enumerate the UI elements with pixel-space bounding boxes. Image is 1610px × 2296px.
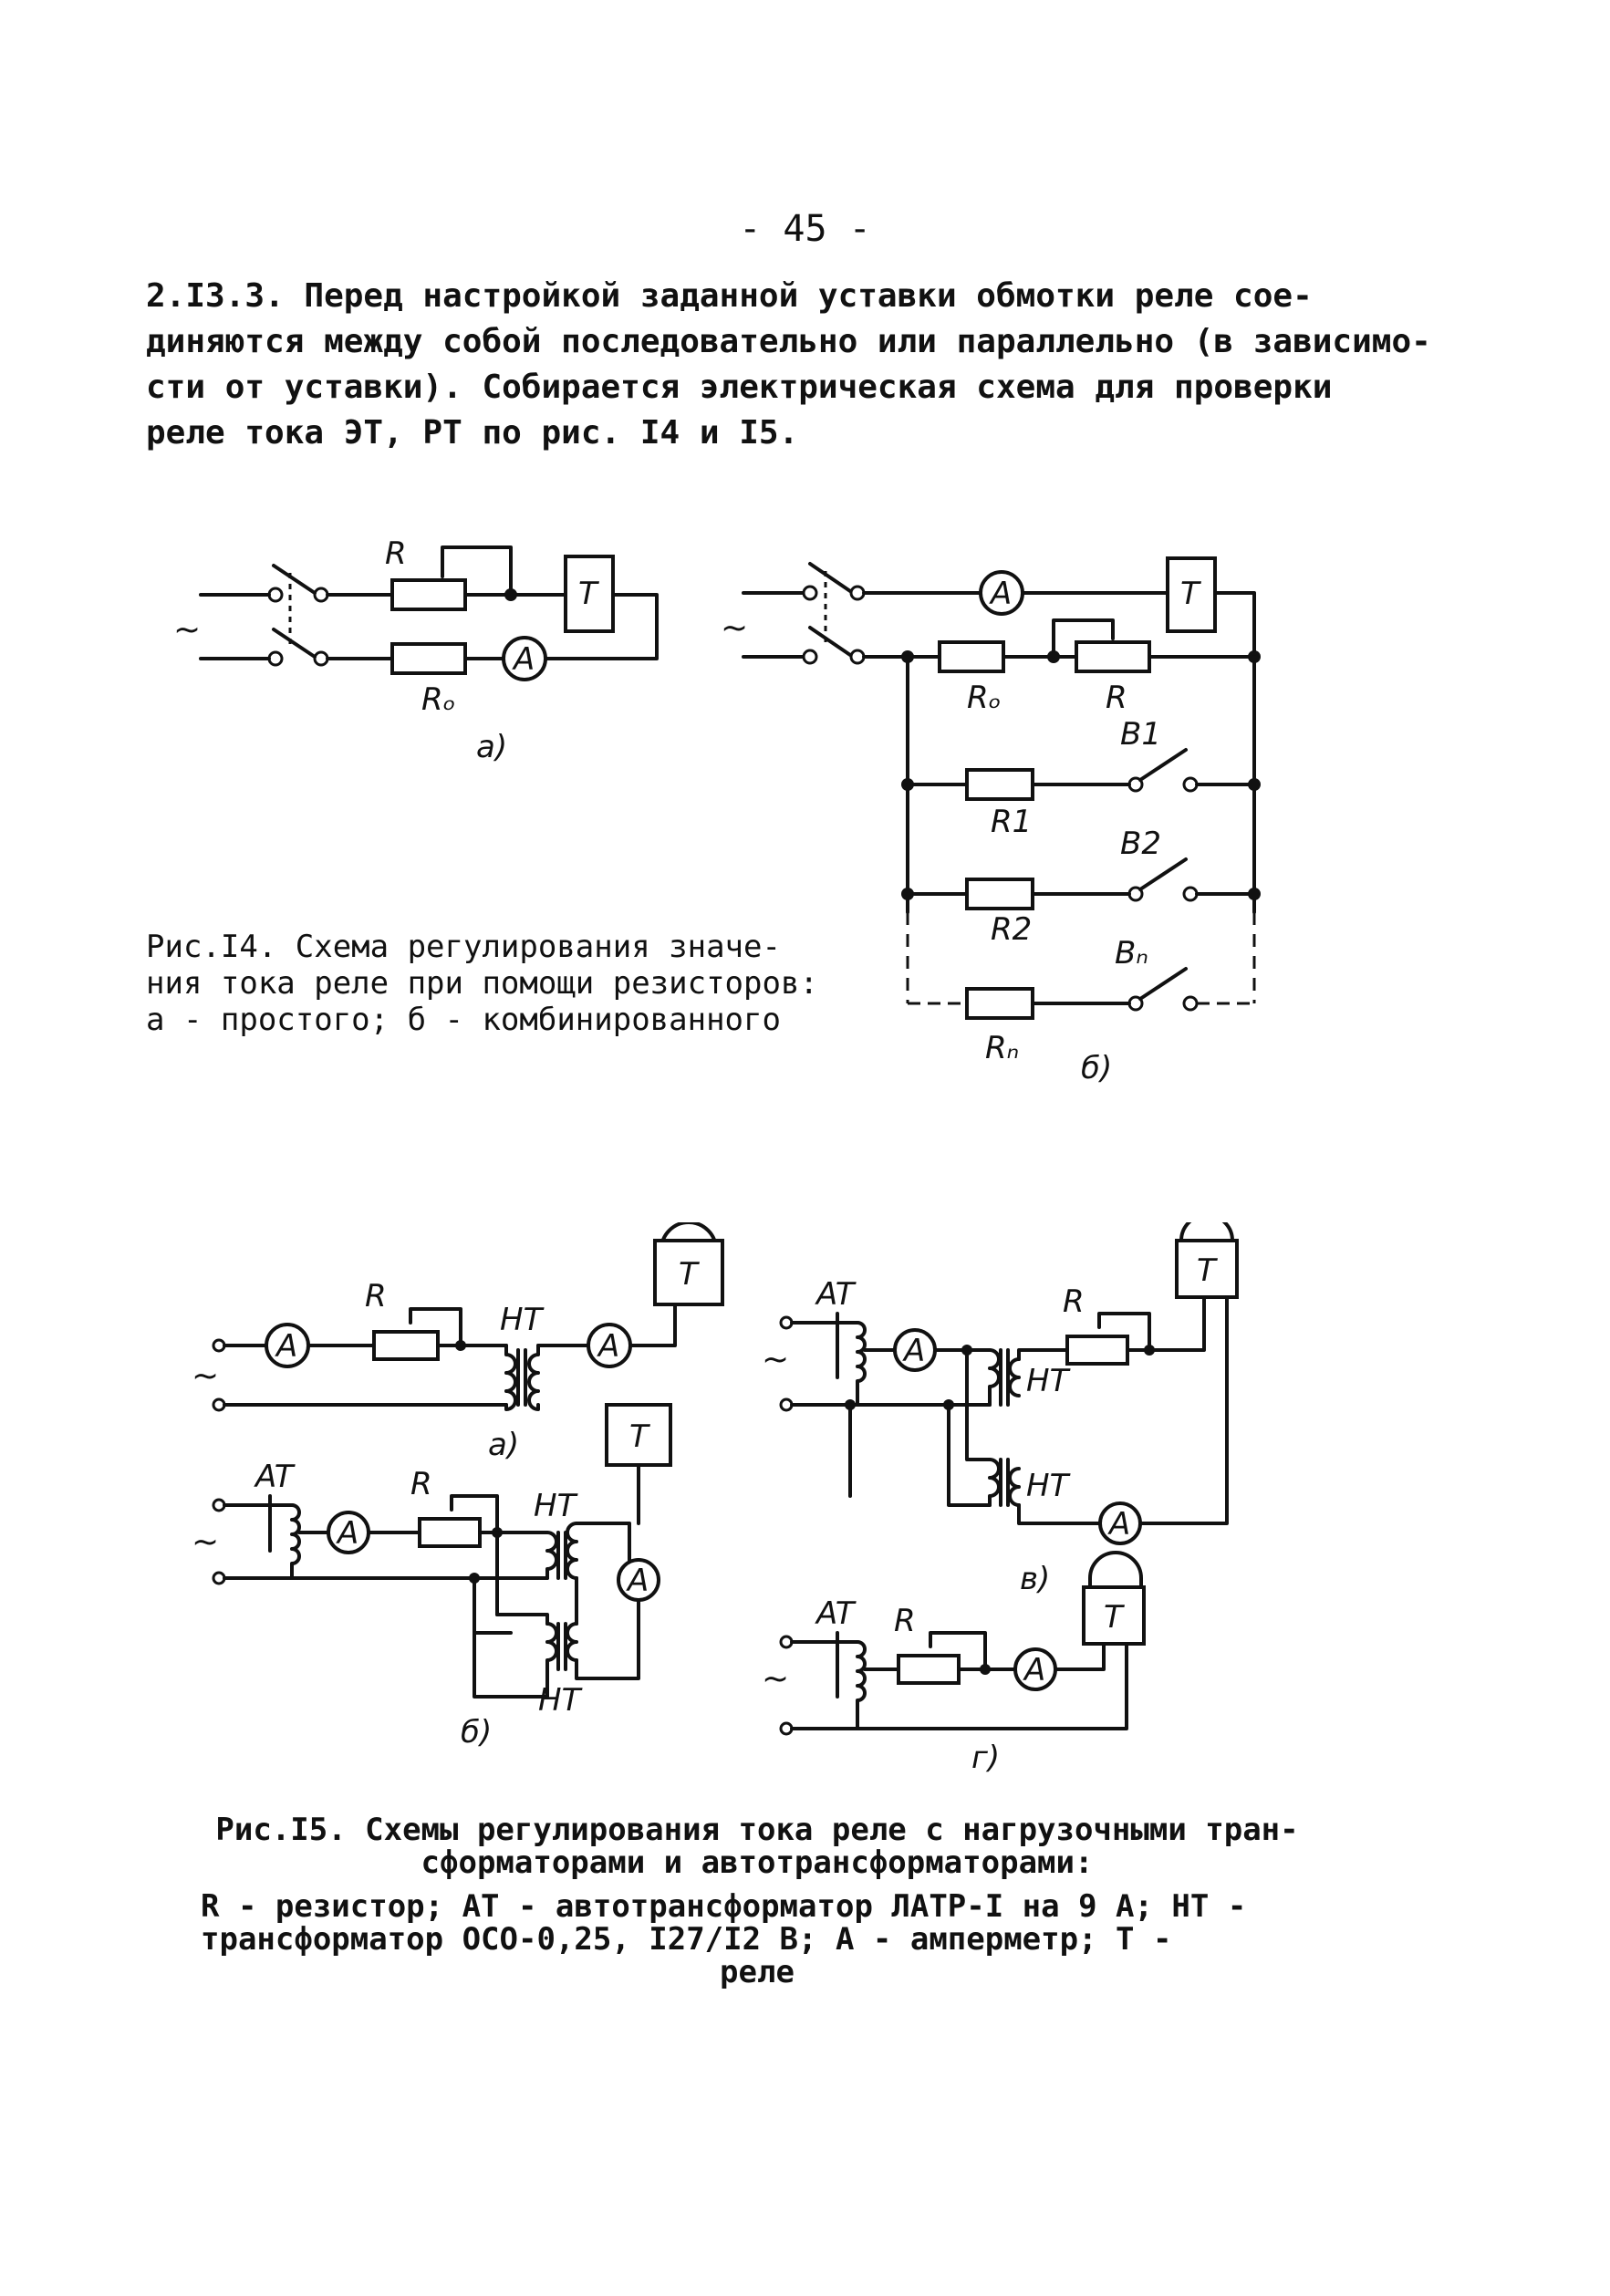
label-a: A bbox=[512, 641, 535, 678]
fig15g-circuit: ~ AT R A T г) bbox=[762, 1551, 1146, 1776]
caption-title-line: Рис.I5. Схемы регулирования тока реле с … bbox=[215, 1812, 1299, 1848]
label-r: R bbox=[1106, 680, 1127, 716]
ac-source-symbol: ~ bbox=[721, 609, 748, 647]
label-r: R bbox=[894, 1603, 916, 1639]
fig15b-circuit: ~ AT A R HT A T HT bbox=[192, 1403, 672, 1751]
resistor-r1 bbox=[965, 768, 1034, 801]
label-bn: Bₙ bbox=[1115, 935, 1148, 971]
relay-t bbox=[1166, 556, 1217, 633]
label-a: A bbox=[597, 1328, 619, 1365]
figure-15-diagram: ~ A R HT A T а) ~ AT A bbox=[192, 1222, 1239, 1776]
label-t: T bbox=[1104, 1599, 1125, 1636]
label-a: A bbox=[336, 1515, 358, 1552]
ammeter-a bbox=[502, 636, 547, 681]
fig14a-circuit: ~ R T A Rₒ а) bbox=[173, 535, 659, 765]
resistor-r bbox=[390, 578, 467, 611]
resistor-r bbox=[1065, 1335, 1129, 1366]
caption-line: ния тока реле при помощи резисторов: bbox=[146, 965, 818, 1002]
fig15a-circuit: ~ A R HT A T а) bbox=[192, 1222, 724, 1463]
ac-source-symbol: ~ bbox=[173, 611, 201, 649]
figure-15-caption: Рис.I5. Схемы регулирования тока реле с … bbox=[201, 1813, 1314, 1989]
resistor-r bbox=[372, 1330, 440, 1361]
relay-t bbox=[605, 1403, 672, 1467]
label-r: R bbox=[385, 535, 407, 572]
label-rn: Rₙ bbox=[985, 1030, 1019, 1066]
label-at: AT bbox=[815, 1276, 857, 1313]
caption-legend-line: R - резистор; АТ - автотрансформатор ЛАТ… bbox=[201, 1888, 1247, 1925]
label-r0: Rₒ bbox=[967, 680, 1002, 716]
label-t: T bbox=[1197, 1252, 1218, 1289]
body-paragraph: 2.I3.3. Перед настройкой заданной уставк… bbox=[146, 274, 1431, 456]
ac-source-symbol: ~ bbox=[762, 1341, 789, 1378]
label-ht: HT bbox=[1026, 1468, 1071, 1504]
label-r0: Rₒ bbox=[421, 681, 456, 718]
paragraph-line: 2.I3.3. Перед настройкой заданной уставк… bbox=[146, 277, 1313, 315]
page-number: - 45 - bbox=[739, 208, 871, 250]
label-b1: B1 bbox=[1120, 716, 1161, 753]
caption-line: Рис.I4. Схема регулирования значе- bbox=[146, 929, 781, 965]
paragraph-line: реле тока ЭТ, РТ по рис. I4 и I5. bbox=[146, 414, 799, 452]
label-t: T bbox=[629, 1418, 650, 1455]
fig14b-circuit: ~ A T Rₒ R bbox=[721, 556, 1261, 1086]
caption-legend-line: трансформатор ОСО-0,25, I27/I2 В; А - ам… bbox=[201, 1921, 1172, 1958]
label-r2: R2 bbox=[991, 911, 1032, 948]
label-r: R bbox=[410, 1466, 432, 1502]
ac-source-symbol: ~ bbox=[192, 1357, 219, 1395]
label-t: T bbox=[578, 576, 599, 612]
label-ht: HT bbox=[538, 1682, 583, 1719]
caption-title-line: сформаторами и автотрансформаторами: bbox=[421, 1844, 1094, 1881]
paragraph-line: сти от уставки). Собирается электрическа… bbox=[146, 369, 1333, 406]
label-fig-v: в) bbox=[1020, 1561, 1050, 1597]
label-fig-b: б) bbox=[461, 1714, 492, 1751]
ac-source-symbol: ~ bbox=[762, 1660, 789, 1698]
resistor-r bbox=[1075, 640, 1151, 673]
resistor-r0 bbox=[938, 640, 1005, 673]
label-fig-g: г) bbox=[971, 1740, 1000, 1776]
label-t: T bbox=[1180, 576, 1201, 612]
resistor-r0 bbox=[390, 642, 467, 675]
label-a: A bbox=[626, 1563, 649, 1599]
label-a: A bbox=[989, 576, 1012, 612]
label-t: T bbox=[679, 1256, 700, 1293]
label-r1: R1 bbox=[991, 804, 1032, 840]
figure-14-diagram: ~ R T A Rₒ а) ~ bbox=[173, 535, 1261, 1086]
label-b2: B2 bbox=[1120, 826, 1161, 862]
label-fig-a: а) bbox=[488, 1427, 519, 1463]
label-ht: HT bbox=[534, 1488, 578, 1524]
label-a: A bbox=[1107, 1506, 1130, 1543]
figure-14-caption: Рис.I4. Схема регулирования значе- ния т… bbox=[146, 929, 818, 1038]
resistor-r bbox=[897, 1654, 961, 1685]
label-ht: HT bbox=[500, 1302, 545, 1338]
label-at: AT bbox=[254, 1459, 296, 1495]
label-at: AT bbox=[815, 1595, 857, 1632]
relay-t bbox=[1082, 1585, 1146, 1646]
paragraph-line: диняются между собой последовательно или… bbox=[146, 323, 1431, 360]
label-a: A bbox=[1023, 1652, 1045, 1688]
label-a: A bbox=[902, 1333, 925, 1369]
relay-t bbox=[1175, 1239, 1239, 1299]
resistor-r2 bbox=[965, 878, 1034, 910]
relay-t bbox=[653, 1239, 724, 1306]
resistor-r bbox=[418, 1517, 482, 1548]
caption-legend-line: реле bbox=[720, 1954, 795, 1990]
label-fig-b: б) bbox=[1081, 1050, 1112, 1086]
label-r: R bbox=[1063, 1283, 1085, 1320]
label-r: R bbox=[365, 1278, 387, 1314]
fig15v-circuit: ~ AT A HT HT R T A bbox=[762, 1222, 1239, 1597]
caption-line: а - простого; б - комбинированного bbox=[146, 1002, 781, 1038]
label-a: A bbox=[275, 1328, 297, 1365]
label-fig-a: а) bbox=[476, 729, 507, 765]
label-ht: HT bbox=[1026, 1363, 1071, 1399]
resistor-rn bbox=[965, 987, 1034, 1020]
ac-source-symbol: ~ bbox=[192, 1523, 219, 1561]
